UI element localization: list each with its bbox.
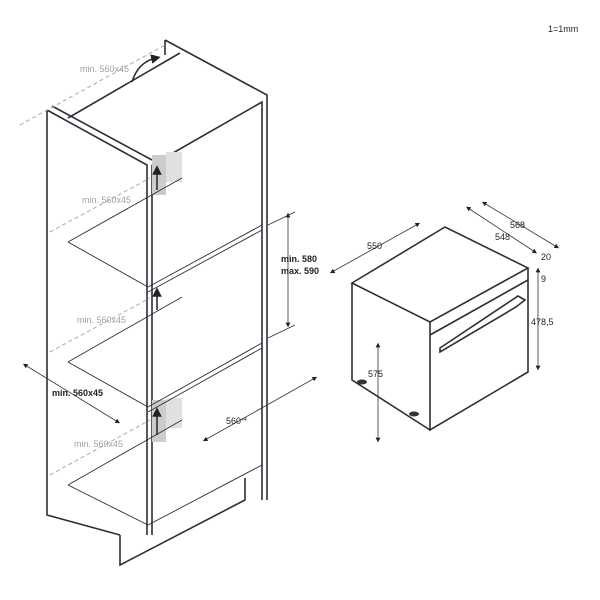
airflow-arrow-icon — [131, 54, 161, 83]
vent-upper-label: min. 560x45 — [82, 195, 131, 205]
oven-handle — [439, 295, 527, 354]
door-height-label: 478,5 — [531, 317, 554, 327]
oven-foot — [357, 379, 367, 385]
oven-depth-total-label: 568 — [510, 220, 525, 230]
niche-depth-label: min. 560x45 — [52, 388, 103, 398]
oven — [350, 226, 530, 432]
vent-middle-label: min. 560x45 — [77, 315, 126, 325]
oven-depth-body-label: 548 — [495, 232, 510, 242]
door-thickness-label: 20 — [541, 252, 551, 262]
top-gap-label: 9 — [541, 274, 546, 284]
oven-height-label: 575 — [368, 369, 383, 379]
oven-width-label: 550 — [367, 241, 382, 251]
niche-width-label: 560+4 — [226, 416, 247, 426]
scale-note: 1=1mm — [548, 24, 578, 34]
niche-height-min: min. 580 — [281, 254, 317, 264]
vent-top-label: min. 560x45 — [80, 64, 129, 74]
tall-cabinet — [19, 39, 268, 567]
niche-height-max: max. 590 — [281, 266, 319, 276]
oven-foot — [409, 411, 419, 417]
vent-lower-label: min. 560x45 — [74, 439, 123, 449]
vent-slot-upper — [152, 155, 166, 195]
